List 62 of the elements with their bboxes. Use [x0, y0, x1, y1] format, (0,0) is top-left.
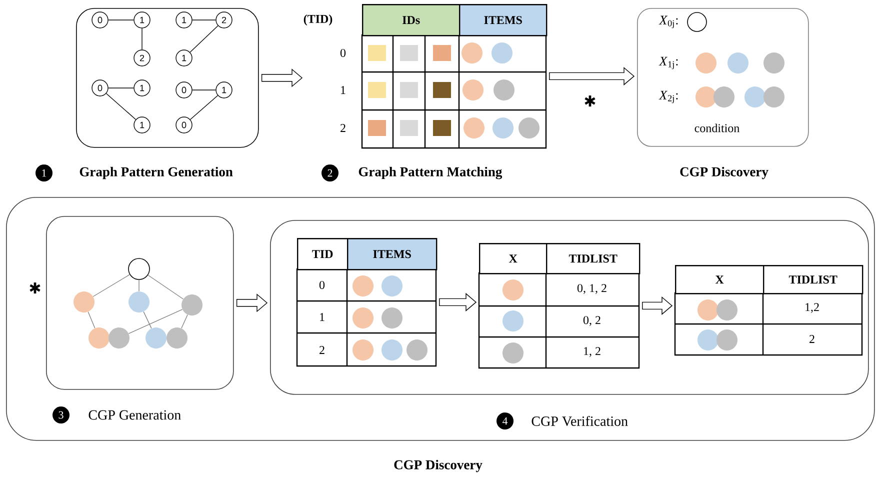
row-label: X$_{1j}$: [658, 56, 678, 70]
block-arrow [236, 294, 268, 312]
header-cell: IDs [362, 4, 460, 36]
cell-text: 1, 2 [584, 347, 600, 357]
cell-text: 2 [320, 346, 324, 354]
connector-line [128, 309, 183, 334]
connector-line [181, 314, 188, 329]
connector-line [190, 25, 218, 53]
cell-text: 0 [319, 280, 325, 290]
column-label: (TID) [304, 14, 332, 26]
step-caption: Graph Pattern Generation [80, 166, 233, 180]
cell-text: 0, 1, 2 [577, 284, 606, 294]
header-cell: X [479, 243, 548, 274]
connector-line [190, 95, 218, 120]
row-label: 1 [341, 86, 346, 94]
block-arrow [642, 296, 673, 315]
block-arrow [549, 66, 635, 86]
connector-line [143, 311, 152, 329]
step-caption: Graph Pattern Matching [358, 166, 502, 180]
step-badge: 1 [36, 164, 52, 182]
box-label: condition [694, 124, 740, 132]
connector-line [148, 274, 184, 300]
block-arrow [439, 292, 477, 312]
itemset-circle [74, 292, 94, 312]
header-cell: TIDLIST [546, 243, 640, 274]
cell-text: 0, 2 [583, 316, 600, 326]
header-cell: ITEMS [459, 4, 548, 36]
connector-line [138, 280, 140, 292]
header-cell: X [675, 265, 764, 294]
cell-text: 2 [810, 335, 814, 343]
itemset-circle [166, 328, 188, 348]
asterisk: ✱ [584, 96, 596, 106]
itemset-circle [146, 328, 166, 348]
header-cell: ITEMS [347, 238, 438, 270]
row-label: X$_{2j}$: [658, 90, 678, 104]
connector-line [88, 312, 96, 328]
connector-line [106, 93, 136, 120]
asterisk: ✱ [30, 282, 40, 294]
step-caption: CGP Verification [532, 416, 628, 426]
row-label: 2 [340, 124, 346, 132]
itemset-circle [108, 328, 130, 348]
connector-line [92, 274, 130, 297]
itemset-circle [182, 294, 202, 316]
row-label: 0 [340, 48, 346, 58]
itemset-circle [88, 328, 110, 348]
row-label: X$_{0j}$: [658, 16, 678, 28]
header-cell: TIDLIST [763, 265, 864, 294]
header-cell: TID [297, 238, 348, 270]
step-badge: 2 [322, 164, 338, 182]
itemset-circle [128, 292, 150, 312]
rounded-panel [46, 216, 234, 390]
itemset-circle [128, 258, 150, 280]
step-badge: 4 [496, 412, 514, 430]
block-arrow [261, 68, 303, 88]
panel-title: CGP Discovery [394, 460, 482, 472]
rounded-panel [76, 8, 259, 148]
cell-text: 1,2 [806, 303, 819, 313]
step-caption: CGP Generation [88, 410, 181, 420]
step-caption: CGP Discovery [680, 166, 768, 180]
step-badge: 3 [52, 406, 70, 424]
cell-text: 1 [320, 313, 324, 321]
rounded-panel [270, 220, 869, 395]
